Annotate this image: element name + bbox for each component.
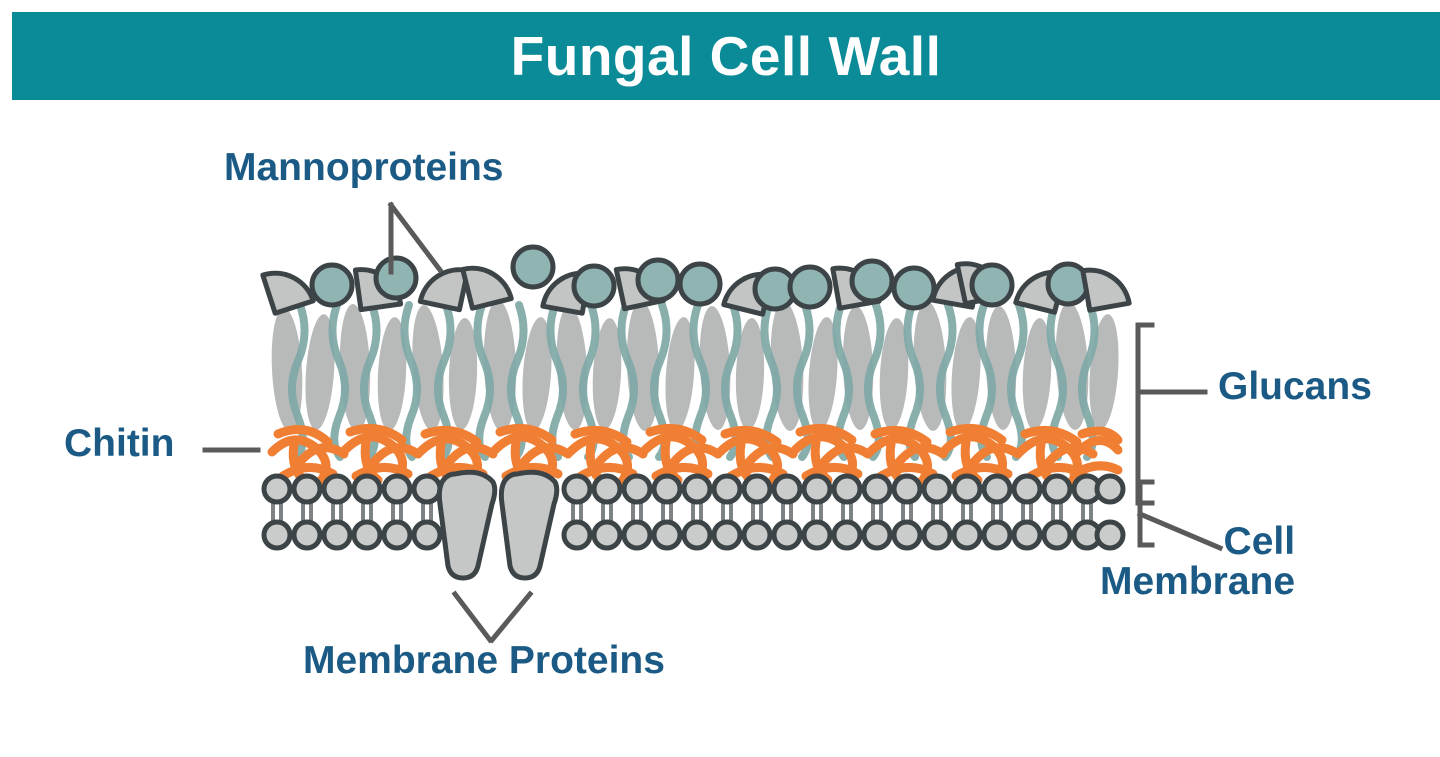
chitin-cluster: [565, 425, 648, 489]
page-title: Fungal Cell Wall: [510, 25, 942, 87]
chitin-cluster: [940, 423, 1023, 487]
leader-membrane-proteins: [451, 590, 534, 644]
phospholipid-heads-lower: [261, 519, 1126, 551]
cell-membrane-bilayer: [261, 473, 1126, 551]
chitin-cluster: [1069, 426, 1123, 479]
label-membrane-proteins: Membrane Proteins: [303, 639, 665, 682]
label-chitin: Chitin: [64, 422, 175, 465]
chitin-cluster: [340, 423, 423, 487]
label-glucans: Glucans: [1218, 365, 1372, 408]
membrane-protein: [498, 469, 560, 581]
chitin-cluster: [640, 423, 723, 487]
membrane-proteins: [436, 469, 560, 581]
bracket-glucans: [1135, 322, 1208, 506]
leader-lines: [202, 201, 1224, 644]
phospholipid-heads-upper: [261, 473, 1126, 505]
title-bar: Fungal Cell Wall: [12, 12, 1440, 100]
chitin-cluster: [715, 425, 798, 489]
chitin-cluster: [865, 425, 948, 489]
membrane-protein: [436, 469, 498, 581]
bracket-cell-membrane: [1136, 479, 1224, 552]
chitin-layer: [267, 423, 1123, 489]
label-mannoproteins: Mannoproteins: [224, 146, 504, 189]
label-cell-membrane-line2: Membrane: [1100, 559, 1296, 603]
leader-mannoproteins: [387, 201, 444, 275]
label-cell-membrane-line1: Cell: [1223, 520, 1296, 563]
